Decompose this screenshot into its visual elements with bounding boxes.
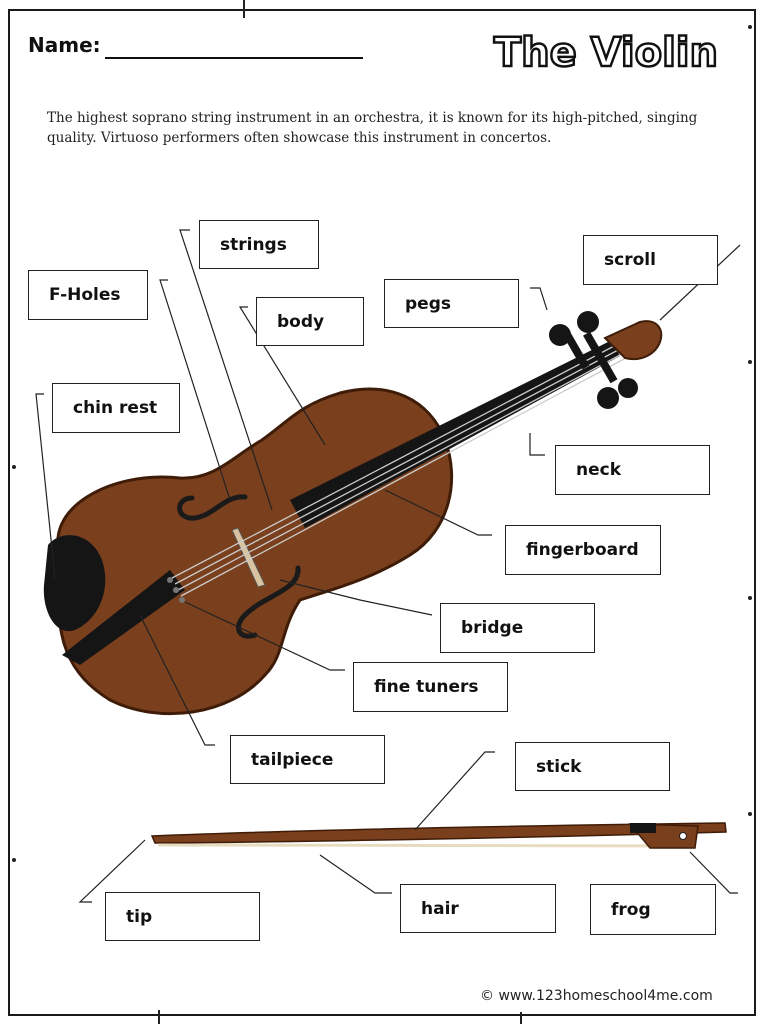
fine-tuners	[167, 577, 185, 603]
name-field[interactable]	[105, 57, 363, 59]
pegs	[549, 311, 638, 409]
copyright-credit: © www.123homeschool4me.com	[480, 988, 713, 1004]
name-label: Name:	[28, 33, 101, 57]
label-pegs[interactable]: pegs	[384, 279, 519, 328]
decor-tick	[520, 1012, 522, 1024]
decor-tick	[158, 1010, 160, 1024]
page-title: The Violin	[493, 29, 720, 78]
tailpiece	[62, 570, 185, 665]
label-tailpiece[interactable]: tailpiece	[230, 735, 385, 784]
decor-dot	[748, 596, 752, 600]
intro-paragraph: The highest soprano string instrument in…	[47, 110, 698, 146]
label-body[interactable]: body	[256, 297, 364, 346]
label-scroll[interactable]: scroll	[583, 235, 718, 285]
label-neck[interactable]: neck	[555, 445, 710, 495]
label-fingerboard[interactable]: fingerboard	[505, 525, 661, 575]
scroll	[603, 320, 663, 361]
label-f-holes[interactable]: F-Holes	[28, 270, 148, 320]
violin-strings	[171, 343, 625, 597]
label-tip[interactable]: tip	[105, 892, 260, 941]
worksheet-frame	[8, 9, 756, 1016]
label-frog[interactable]: frog	[590, 884, 716, 935]
label-chin-rest[interactable]: chin rest	[52, 383, 180, 433]
decor-dot	[748, 812, 752, 816]
decor-dot	[12, 465, 16, 469]
label-hair[interactable]: hair	[400, 884, 556, 933]
decor-tick	[243, 0, 245, 18]
decor-dot	[748, 360, 752, 364]
label-bridge[interactable]: bridge	[440, 603, 595, 653]
bow	[150, 822, 727, 849]
decor-dot	[12, 858, 16, 862]
fingerboard	[290, 340, 620, 528]
label-strings[interactable]: strings	[199, 220, 319, 269]
label-fine-tuners[interactable]: fine tuners	[353, 662, 508, 712]
label-stick[interactable]: stick	[515, 742, 670, 791]
decor-dot	[748, 25, 752, 29]
